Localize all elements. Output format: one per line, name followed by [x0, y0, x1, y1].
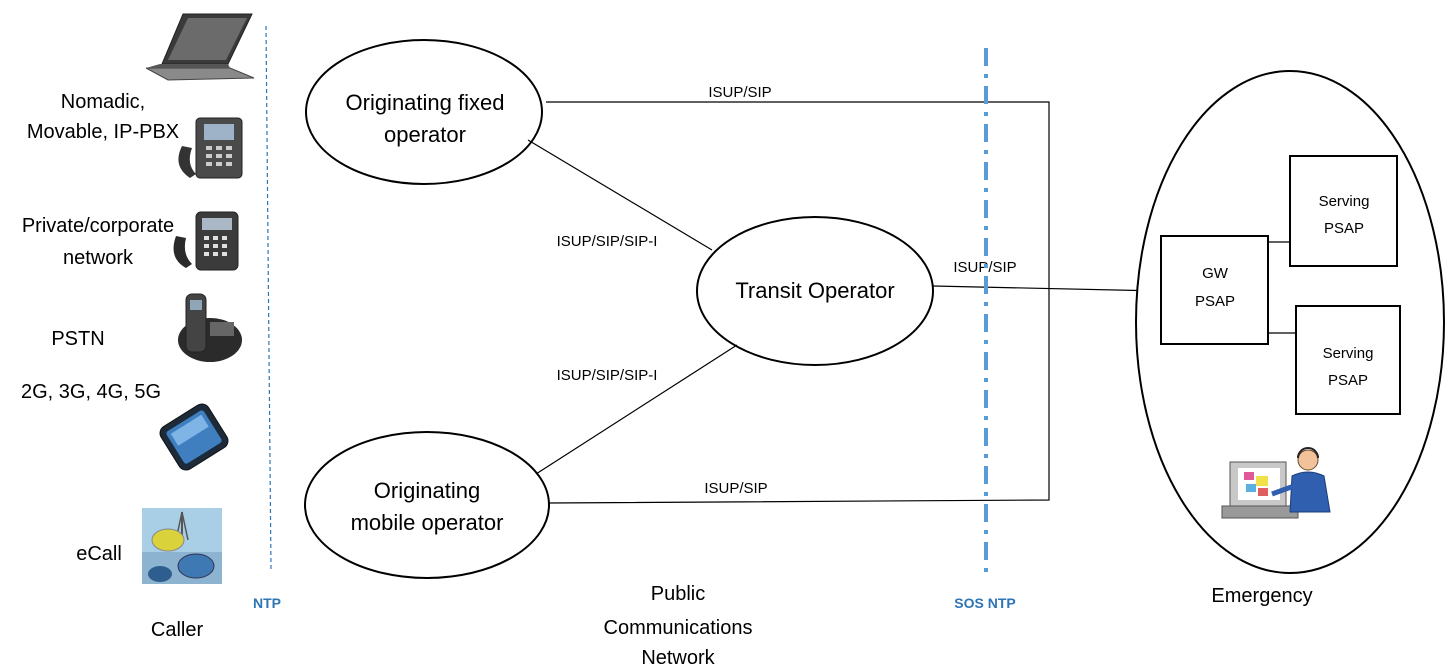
- serving-psap-2-label-line2: PSAP: [1328, 372, 1368, 389]
- serving-psap-2-label: Serving: [1323, 345, 1374, 362]
- gw-psap-label-line2: PSAP: [1195, 293, 1235, 310]
- originating-fixed-label-line2: operator: [384, 122, 466, 147]
- network-section-title-line3: Network: [641, 647, 715, 668]
- transit-to-gw-line: [932, 285, 1162, 292]
- caller-private-label-line2: network: [63, 247, 134, 269]
- protocol-fixed-direct: ISUP/SIP: [708, 84, 771, 101]
- network-section-title: Public: [651, 583, 705, 605]
- caller-nomadic-label-line2: Movable, IP-PBX: [27, 121, 179, 143]
- originating-mobile-operator-node: [304, 431, 550, 579]
- ntp-label: NTP: [253, 595, 281, 611]
- protocol-fixed-to-transit: ISUP/SIP/SIP-I: [557, 233, 658, 250]
- caller-ecall-label: eCall: [76, 543, 122, 565]
- caller-mobile-gens-label: 2G, 3G, 4G, 5G: [21, 381, 161, 403]
- ntp-boundary-line: [265, 25, 272, 571]
- originating-fixed-label: Originating fixed: [346, 90, 505, 115]
- network-section-title-line2: Communications: [604, 617, 753, 639]
- gw-psap-box: [1160, 235, 1269, 345]
- caller-section-title: Caller: [151, 619, 204, 641]
- protocol-mobile-to-transit: ISUP/SIP/SIP-I: [557, 367, 658, 384]
- laptop-icon: [145, 13, 255, 81]
- serving-psap-box-1: [1289, 155, 1398, 267]
- transit-operator-node: [696, 216, 934, 366]
- serving-psap-box-2: [1295, 305, 1401, 415]
- connection-lines: [527, 101, 1162, 504]
- serving-psap-1-label: Serving: [1319, 193, 1370, 210]
- protocol-mobile-direct: ISUP/SIP: [704, 480, 767, 497]
- serving-psap-1-label-line2: PSAP: [1324, 220, 1364, 237]
- originating-mobile-label: Originating: [374, 478, 480, 503]
- desk-phone-icon: [178, 117, 243, 179]
- ecall-car-icon: [142, 508, 222, 584]
- caller-private-label: Private/corporate: [22, 215, 174, 237]
- psap-operator-icon: [1221, 447, 1331, 519]
- mobile-to-transit-line: [535, 344, 738, 475]
- corporate-phone-icon: [173, 211, 239, 271]
- fixed-to-transit-line: [527, 139, 713, 251]
- cordless-phone-icon: [178, 293, 242, 362]
- originating-mobile-label-line2: mobile operator: [351, 510, 504, 535]
- transit-operator-label: Transit Operator: [735, 278, 894, 303]
- sos-ntp-label: SOS NTP: [954, 595, 1015, 611]
- fixed-direct-route: [546, 101, 1050, 504]
- caller-pstn-label: PSTN: [51, 328, 104, 350]
- smartphone-icon: [159, 403, 229, 471]
- emergency-section-title: Emergency: [1211, 585, 1312, 607]
- originating-fixed-operator-node: [305, 39, 543, 185]
- caller-nomadic-label: Nomadic,: [61, 91, 145, 113]
- gw-psap-label: GW: [1202, 265, 1229, 282]
